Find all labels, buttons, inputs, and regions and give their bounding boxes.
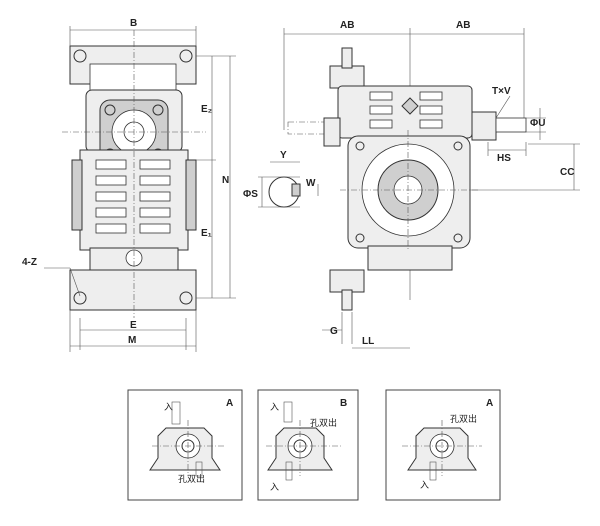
top-left-bolt-hole	[73, 49, 87, 63]
keyway-detail	[291, 183, 301, 197]
dim-w-label: W	[306, 178, 316, 189]
variant-b-output-label: 孔双出	[310, 417, 337, 428]
foot-bolt-left	[73, 291, 87, 305]
variant-panel-a-right: A 孔双出 入	[385, 389, 501, 501]
dim-hs-label: HS	[497, 153, 511, 164]
side-top-boss	[341, 47, 353, 69]
worm-housing-fins	[369, 91, 443, 129]
dim-g-label: G	[330, 326, 338, 337]
dim-ll-label: LL	[362, 336, 374, 347]
dim-4z-label: 4-Z	[22, 257, 37, 268]
input-shaft	[495, 117, 527, 133]
right-side-boss	[185, 159, 197, 231]
left-shaft-dashed	[287, 121, 329, 135]
dim-cc-label: CC	[560, 167, 574, 178]
dim-ab-left-label: AB	[340, 20, 354, 31]
dim-s-label: ΦS	[243, 189, 258, 200]
variant-a-right-output-label: 孔双出	[450, 413, 477, 424]
foot-bolt-right	[179, 291, 193, 305]
bottom-foot	[69, 269, 197, 311]
dim-ab-right-label: AB	[456, 20, 470, 31]
side-bottom-foot	[329, 269, 365, 293]
side-bottom-boss	[341, 289, 353, 311]
dim-e2-label: E₂	[201, 104, 212, 115]
variant-b-input-label-2: 入	[270, 482, 279, 492]
dim-txv-label: T×V	[492, 86, 511, 97]
dim-n-label: N	[222, 175, 229, 186]
left-side-boss	[71, 159, 83, 231]
dim-y-label: Y	[280, 150, 287, 161]
variant-a-left-output-label: 孔双出	[178, 473, 205, 484]
left-shaft-boss	[323, 117, 341, 147]
lower-fin-section	[367, 245, 453, 271]
variant-panel-a-left: A 入 孔双出	[127, 389, 243, 501]
variant-b-letter: B	[340, 398, 347, 409]
dim-e1-label: E₁	[201, 228, 212, 239]
variant-a-left-letter: A	[226, 398, 233, 409]
front-view: B N E₂ E₁ E M 4-Z	[22, 18, 236, 352]
side-view: AB AB	[243, 20, 580, 349]
flange-bolt-1	[104, 104, 116, 116]
cooling-fins	[95, 159, 171, 234]
dim-m-label: M	[128, 335, 136, 346]
dim-e-label: E	[130, 320, 137, 331]
flange-bolt-2	[152, 104, 164, 116]
vent-plug	[401, 97, 419, 115]
variant-a-left-input-label: 入	[164, 402, 173, 412]
top-right-bolt-hole	[179, 49, 193, 63]
input-shaft-boss	[471, 111, 497, 141]
variant-a-right-letter: A	[486, 398, 493, 409]
dim-u-label: ΦU	[530, 118, 545, 129]
variant-a-right-input-label: 入	[420, 480, 429, 490]
variant-b-input-label: 入	[270, 402, 279, 412]
side-top-foot	[329, 65, 365, 89]
dim-b-label: B	[130, 18, 137, 29]
variant-panel-b: B 入 孔双出 入	[257, 389, 359, 501]
worm-housing	[337, 85, 473, 139]
